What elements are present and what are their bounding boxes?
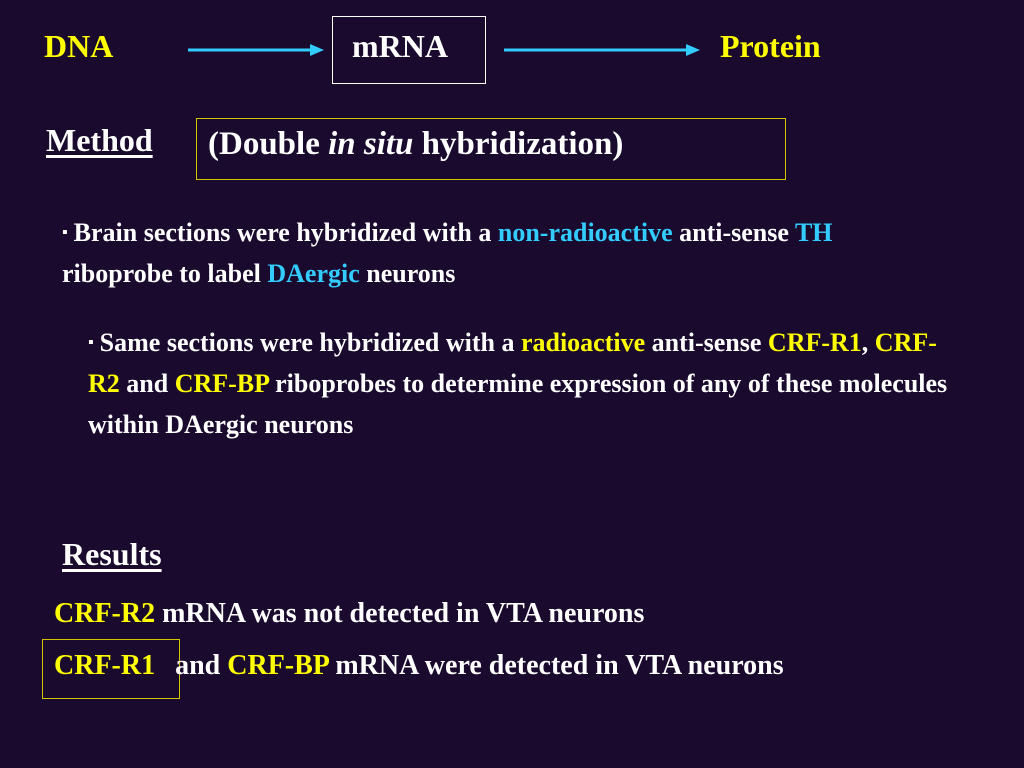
method-text-suffix: hybridization): [413, 126, 624, 162]
method-description: (Double in situ hybridization): [208, 126, 623, 163]
arrow-right-icon: [188, 44, 324, 56]
method-text-italic: in situ: [328, 126, 414, 162]
method-heading: Method: [46, 122, 153, 158]
results-heading: Results: [62, 536, 162, 572]
method-text-prefix: (Double: [208, 126, 329, 162]
highlight-crf-r1: CRF-R1: [54, 650, 156, 681]
flow-protein: Protein: [720, 28, 821, 64]
bullet-1-text: neurons: [359, 259, 456, 288]
result-line-2: CRF-R1 and CRF-BP mRNA were detected in V…: [54, 650, 784, 682]
result-line-1: CRF-R2 mRNA was not detected in VTA neur…: [54, 598, 644, 630]
bullet-square-icon: ▪: [88, 334, 94, 351]
crf-r1-box: [42, 639, 180, 699]
bullet-2-text: riboprobes to determine expression of an…: [88, 369, 948, 439]
bullet-2-text: Same sections were hybridized with a: [99, 328, 521, 357]
result-line-2-text: and: [175, 650, 228, 681]
highlight-non-radioactive: non-radioactive: [497, 218, 673, 247]
method-box: [196, 118, 786, 180]
bullet-2-text: ,: [861, 328, 875, 357]
highlight-th: TH: [794, 218, 833, 247]
bullet-2-text: and: [119, 369, 175, 398]
highlight-crf-r2: CRF-R2: [54, 598, 156, 629]
highlight-crf-bp: CRF-BP: [227, 650, 329, 681]
highlight-crf-bp: CRF-BP: [174, 369, 269, 398]
arrow-right-icon: [504, 44, 700, 56]
bullet-2-text: anti-sense: [645, 328, 768, 357]
highlight-daergic: DAergic: [267, 259, 360, 288]
result-line-1-text: mRNA was not detected in VTA neurons: [155, 598, 645, 629]
bullet-1-text: anti-sense: [672, 218, 795, 247]
bullet-paragraph-2: ▪ Same sections were hybridized with a ra…: [88, 322, 968, 445]
bullet-paragraph-1: ▪ Brain sections were hybridized with a n…: [62, 212, 942, 294]
mrna-box: [332, 16, 486, 84]
bullet-square-icon: ▪: [62, 224, 68, 241]
flow-dna: DNA: [44, 28, 114, 64]
flow-mrna: mRNA: [352, 28, 448, 64]
result-line-2-text: mRNA were detected in VTA neurons: [328, 650, 784, 681]
bullet-1-text: Brain sections were hybridized with a: [73, 218, 498, 247]
bullet-1-text: riboprobe to label: [62, 259, 268, 288]
highlight-radioactive: radioactive: [520, 328, 646, 357]
highlight-crf-r1: CRF-R1: [767, 328, 862, 357]
highlight-crf-r2: CRF-R2: [88, 328, 937, 398]
